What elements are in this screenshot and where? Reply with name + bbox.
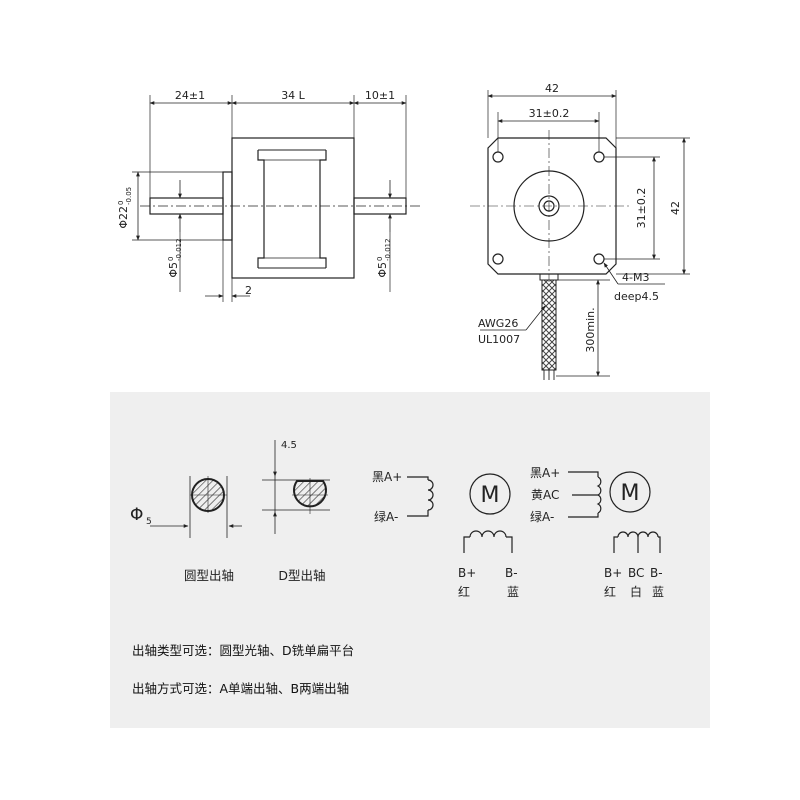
motor-letter: M [481, 483, 500, 508]
wire-gauge: AWG26 [478, 317, 518, 330]
svg-text:0: 0 [117, 201, 125, 205]
shaft-mode-options-note: 出轴方式可选：A单端出轴、B两端出轴 [132, 681, 350, 696]
wiring-4wire-labels: 黑A+ 绿A- M B+ B- 红 蓝 [372, 470, 519, 599]
dim-rear-shaft-diameter: Φ5 0 -0.012 [376, 238, 392, 277]
label-6w-b-minus: B- [650, 566, 663, 580]
dim-shaft-length: 24±1 [175, 89, 205, 102]
label-6w-a-plus: 黑A+ [530, 466, 560, 480]
dim-flange-height: 42 [669, 201, 682, 215]
mount-hole-br [593, 253, 605, 265]
d-flat-dimension: 4.5 [281, 440, 297, 451]
label-6w-b-center: BC [628, 566, 644, 580]
d-shaft-diagram [262, 440, 330, 534]
label-6w-b-center-color: 白 [630, 584, 642, 599]
dim-front-shaft-diameter: Φ5 0 -0.012 [167, 238, 183, 277]
dim-body-length: 34 L [281, 89, 305, 102]
svg-text:-0.05: -0.05 [125, 187, 133, 205]
svg-text:-0.012: -0.012 [384, 238, 392, 261]
wire-standard: UL1007 [478, 333, 520, 346]
d-shaft-label: D型出轴 [278, 568, 325, 583]
dim-hole-spacing-vertical: 31±0.2 [635, 188, 648, 229]
mount-hole-tl [492, 151, 504, 163]
dim-boss-diameter: Φ22 0 -0.05 [117, 187, 133, 229]
hole-spec: 4-M3 [622, 271, 649, 284]
svg-text:Φ22: Φ22 [117, 206, 130, 229]
dim-boss-height: 2 [245, 284, 252, 297]
coil-b [469, 530, 507, 538]
phi-value: 5 [146, 517, 152, 527]
wiring-4wire [407, 473, 513, 553]
front-view [470, 90, 690, 380]
coil-a [427, 479, 434, 511]
label-a-minus: 绿A- [374, 509, 398, 524]
dim-rear-shaft-length: 10±1 [365, 89, 395, 102]
label-b-plus: B+ [458, 566, 476, 580]
mount-hole-bl [492, 253, 504, 265]
label-6w-b-plus: B+ [604, 566, 622, 580]
d-shaft-labels: 4.5 D型出轴 [278, 440, 325, 583]
side-view [132, 95, 420, 302]
body-step-right [319, 150, 327, 268]
label-6w-a-minus: 绿A- [530, 509, 554, 524]
body-step-left [257, 150, 265, 268]
mount-hole-tr [593, 151, 605, 163]
label-b-plus-color: 红 [458, 584, 470, 599]
motor-body-outline [231, 137, 355, 279]
hole-depth: deep4.5 [614, 290, 659, 303]
round-shaft-label: 圆型出轴 [184, 568, 234, 583]
svg-text:0: 0 [167, 257, 175, 261]
wiring-diagram-panel [110, 392, 710, 728]
round-shaft-labels: Φ 5 圆型出轴 [130, 505, 234, 583]
label-a-plus: 黑A+ [372, 470, 402, 484]
label-6w-a-center: 黄AC [531, 488, 559, 502]
shaft-type-options-note: 出轴类型可选：圆型光轴、D铣单扁平台 [132, 643, 355, 658]
front-view-labels: 42 31±0.2 31±0.2 42 4-M3 deep4.5 AWG26 U… [478, 82, 682, 353]
label-6w-b-minus-color: 蓝 [652, 585, 664, 599]
svg-text:0: 0 [376, 257, 384, 261]
motor-symbol-4wire [469, 473, 511, 515]
phi-symbol: Φ [130, 505, 143, 525]
wire-length: 300min. [584, 307, 597, 352]
motor-letter-6wire: M [621, 481, 640, 506]
label-b-minus: B- [505, 566, 518, 580]
motor-symbol-6wire [609, 471, 651, 513]
dimension-drawing-panel [110, 70, 710, 392]
svg-text:Φ5: Φ5 [167, 262, 180, 278]
svg-text:-0.012: -0.012 [175, 238, 183, 261]
label-6w-b-plus-color: 红 [604, 584, 616, 599]
round-shaft-diagram [150, 476, 242, 538]
flange-outline [487, 137, 617, 275]
cable-braid [541, 279, 557, 371]
svg-text:Φ5: Φ5 [376, 262, 389, 278]
side-view-labels: 24±1 34 L 10±1 Φ22 0 -0.05 Φ5 0 -0.012 Φ… [117, 89, 395, 297]
label-b-minus-color: 蓝 [507, 585, 519, 599]
wiring-6wire [568, 471, 661, 553]
dim-hole-spacing-horizontal: 31±0.2 [529, 107, 570, 120]
wiring-6wire-labels: 黑A+ 黄AC 绿A- M B+ BC B- 红 白 蓝 [530, 466, 664, 599]
dim-flange-width: 42 [545, 82, 559, 95]
